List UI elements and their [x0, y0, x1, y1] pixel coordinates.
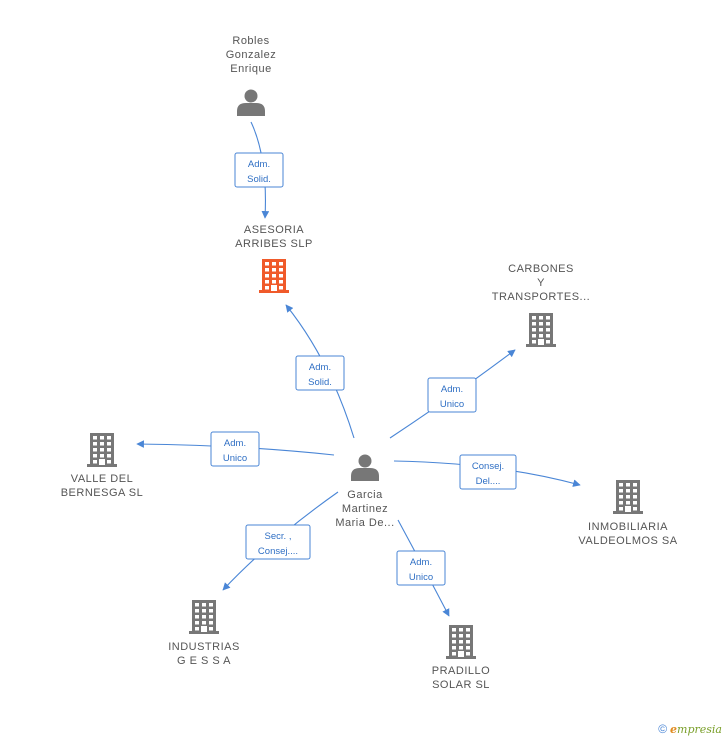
node-label-line: ARRIBES SLP: [235, 238, 313, 250]
relation-badge[interactable]: Adm. Unico: [427, 377, 477, 413]
relation-badge-box: [234, 152, 284, 188]
relation-badge-box: [210, 431, 260, 467]
person-icon: [237, 89, 265, 116]
node-label-line: CARBONES: [508, 263, 574, 275]
node-label-line: INDUSTRIAS: [168, 641, 240, 653]
node-label-line: Enrique: [230, 63, 271, 75]
node-industrias[interactable]: INDUSTRIAS G E S S A: [168, 600, 240, 667]
node-label-line: Garcia: [347, 489, 383, 501]
node-pradillo[interactable]: PRADILLO SOLAR SL: [432, 625, 490, 691]
edges-layer: [136, 121, 581, 617]
relation-badge-label: Consej.: [472, 461, 504, 472]
relation-badge-box: [396, 550, 446, 586]
relation-badge-label: Adm.: [224, 438, 246, 449]
relation-badge-label: Adm.: [410, 557, 432, 568]
relation-badge-label: Adm.: [309, 362, 331, 373]
relation-badge-label: Solid.: [308, 377, 332, 388]
relation-badge-box: [245, 524, 311, 560]
badges-layer: Adm.Solid.Adm.Solid.Adm.UnicoAdm.UnicoCo…: [210, 152, 517, 586]
relation-badge-label: Unico: [440, 399, 464, 410]
node-label-line: Robles: [232, 35, 269, 47]
node-label-line: Martinez: [342, 503, 388, 515]
footer-credit: © empresia: [658, 722, 722, 736]
node-label-line: INMOBILIARIA: [588, 521, 668, 533]
node-carbones[interactable]: CARBONES Y TRANSPORTES...: [492, 263, 590, 347]
relation-badge[interactable]: Adm. Solid.: [234, 152, 284, 188]
relation-badge-box: [459, 454, 517, 490]
node-label-line: G E S S A: [177, 655, 231, 667]
brand-name: mpresia: [677, 722, 722, 736]
relation-badge-label: Solid.: [247, 174, 271, 185]
node-label-line: VALDEOLMOS SA: [578, 535, 677, 547]
relation-badge-label: Adm.: [441, 384, 463, 395]
building-icon: [526, 313, 556, 347]
node-asesoria[interactable]: ASESORIA ARRIBES SLP: [235, 224, 313, 293]
relation-badge-label: Del....: [476, 476, 501, 487]
relation-badge-label: Consej....: [258, 546, 298, 557]
node-label-line: Y: [537, 277, 545, 289]
relation-badge-box: [295, 355, 345, 391]
relation-badge[interactable]: Secr. , Consej....: [245, 524, 311, 560]
relation-badge-label: Unico: [223, 453, 247, 464]
node-label-line: ASESORIA: [244, 224, 304, 236]
building-icon: [259, 259, 289, 293]
node-label-line: VALLE DEL: [71, 473, 133, 485]
node-label-line: SOLAR SL: [432, 679, 490, 691]
building-icon: [613, 480, 643, 514]
relation-badge-label: Secr. ,: [265, 531, 292, 542]
relation-badge[interactable]: Adm. Unico: [396, 550, 446, 586]
node-label-line: TRANSPORTES...: [492, 291, 590, 303]
node-label-line: BERNESGA SL: [61, 487, 144, 499]
node-inmobiliaria[interactable]: INMOBILIARIA VALDEOLMOS SA: [578, 480, 677, 547]
node-label-line: Maria De...: [335, 517, 394, 529]
relation-badge-label: Unico: [409, 572, 433, 583]
relation-badge-label: Adm.: [248, 159, 270, 170]
building-icon: [189, 600, 219, 634]
building-icon: [446, 625, 476, 659]
relation-badge[interactable]: Adm. Solid.: [295, 355, 345, 391]
brand-initial: e: [670, 722, 678, 736]
node-label-line: Gonzalez: [226, 49, 276, 61]
relation-badge-box: [427, 377, 477, 413]
brand-logo[interactable]: empresia: [670, 723, 722, 736]
relation-badge[interactable]: Adm. Unico: [210, 431, 260, 467]
node-label-line: PRADILLO: [432, 665, 490, 677]
relation-badge[interactable]: Consej. Del....: [459, 454, 517, 490]
building-icon: [87, 433, 117, 467]
node-valle[interactable]: VALLE DEL BERNESGA SL: [61, 433, 144, 499]
copyright-symbol: ©: [658, 722, 668, 736]
person-icon: [351, 454, 379, 481]
